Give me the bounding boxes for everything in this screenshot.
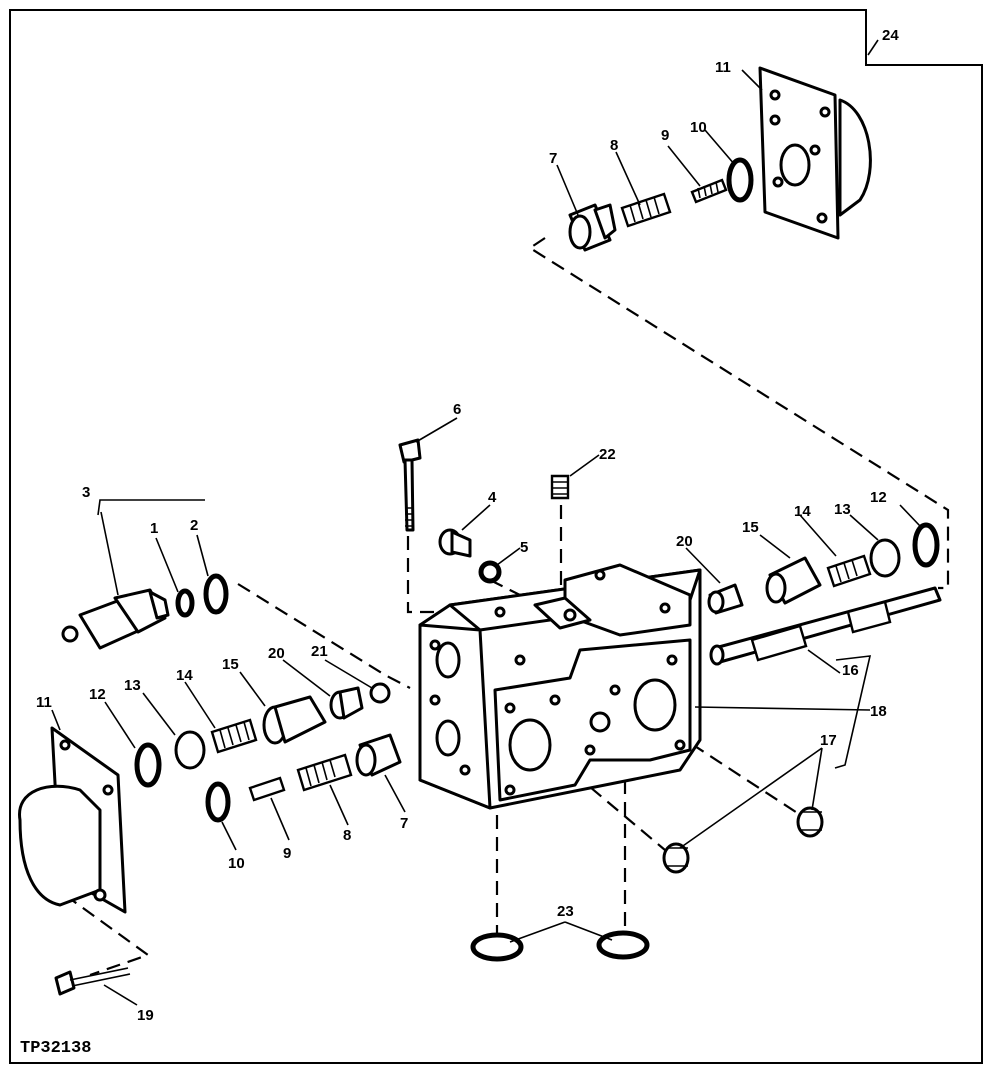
callout-10-left: 10 <box>228 855 245 872</box>
spring-8-top <box>620 192 672 228</box>
callout-5: 5 <box>520 539 528 556</box>
callout-12-right: 12 <box>870 489 887 506</box>
callout-15-left: 15 <box>222 656 239 673</box>
spool-16 <box>709 586 942 666</box>
ring-5 <box>478 560 502 584</box>
callout-9-top: 9 <box>661 127 669 144</box>
o-ring-23-right <box>596 930 650 960</box>
small-spring-9-top <box>690 178 728 204</box>
drawing-code: TP32138 <box>20 1039 91 1058</box>
spring-8-left <box>296 753 353 792</box>
relief-valve-3 <box>61 588 170 650</box>
callout-14-left: 14 <box>176 667 193 684</box>
callout-7-top: 7 <box>549 150 557 167</box>
ring-12-right <box>912 522 940 568</box>
callout-9-left: 9 <box>283 845 291 862</box>
plug-7-left <box>355 733 402 777</box>
callout-1: 1 <box>150 520 158 537</box>
cover-plate-top <box>758 66 872 240</box>
valve-housing <box>418 563 702 810</box>
ring-10-top <box>726 157 754 203</box>
callout-2: 2 <box>190 517 198 534</box>
ring-2 <box>203 573 229 615</box>
callout-20-left: 20 <box>268 645 285 662</box>
callout-20-right: 20 <box>676 533 693 550</box>
callout-8-top: 8 <box>610 137 618 154</box>
callout-23: 23 <box>557 903 574 920</box>
ball-21 <box>369 682 391 704</box>
callout-11-left: 11 <box>36 694 52 711</box>
callouts: 11 10 9 8 7 24 6 22 4 5 20 15 14 13 12 1… <box>36 27 899 1024</box>
callout-17: 17 <box>820 732 837 749</box>
set-screw-22 <box>550 474 570 500</box>
callout-7-left: 7 <box>400 815 408 832</box>
callout-8-left: 8 <box>343 827 351 844</box>
callout-11-top: 11 <box>715 59 731 76</box>
cap-13-right <box>869 538 901 578</box>
ring-1 <box>175 588 195 618</box>
callout-10-top: 10 <box>690 119 707 136</box>
plug-7-top <box>568 203 617 252</box>
callout-15-right: 15 <box>742 519 759 536</box>
poppet-15-left <box>262 695 327 745</box>
plug-20-left <box>329 686 364 720</box>
callout-14-right: 14 <box>794 503 811 520</box>
bolt-6 <box>398 438 422 532</box>
ring-10-left <box>205 781 231 823</box>
callout-13-left: 13 <box>124 677 141 694</box>
screw-19 <box>54 967 131 996</box>
spring-14-right <box>826 554 872 588</box>
callout-22: 22 <box>599 446 616 463</box>
plugs-17 <box>662 806 824 874</box>
o-ring-23-left <box>470 932 524 962</box>
callout-21: 21 <box>311 643 328 660</box>
leader-lines <box>51 39 921 1006</box>
callout-4: 4 <box>488 489 497 506</box>
cover-plate-left <box>18 726 127 914</box>
ring-12-left <box>134 742 162 788</box>
callout-6: 6 <box>453 401 461 418</box>
top-cover-assembly <box>568 66 872 252</box>
page-border <box>9 9 983 1064</box>
cap-13-left <box>174 730 206 770</box>
callout-12-left: 12 <box>89 686 106 703</box>
small-spring-9-left <box>248 776 286 802</box>
plug-4 <box>438 528 472 558</box>
callout-3: 3 <box>82 484 90 501</box>
callout-19: 19 <box>137 1007 154 1024</box>
right-parts <box>707 522 940 615</box>
callout-13-right: 13 <box>834 501 851 518</box>
callout-16: 16 <box>842 662 859 679</box>
callout-24: 24 <box>882 27 899 44</box>
callout-18: 18 <box>870 703 887 720</box>
spring-14-left <box>210 718 258 754</box>
